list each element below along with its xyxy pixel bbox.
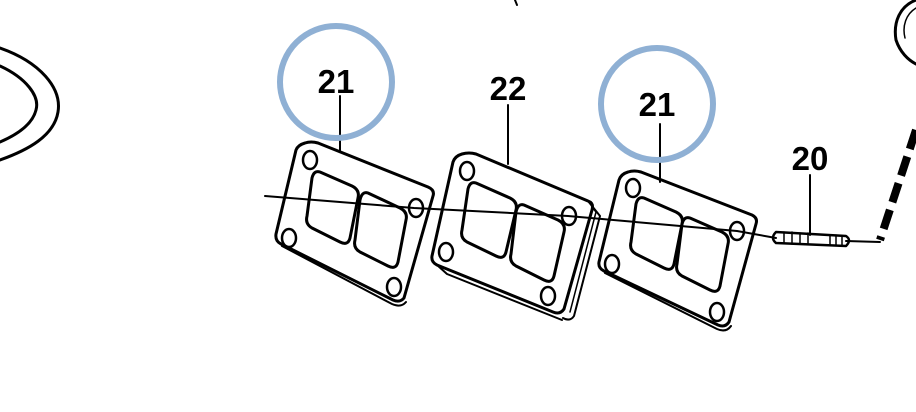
leader-lines <box>339 95 811 236</box>
callout-label-gasket-left: 21 <box>318 63 355 100</box>
top-right-partial-part <box>514 0 916 66</box>
callout-label-spacer-center: 22 <box>490 70 527 107</box>
gasket-right <box>597 169 758 332</box>
callout-highlight-circle-left <box>277 23 395 141</box>
left-partial-part <box>0 46 60 162</box>
callout-label-gasket-right: 21 <box>639 86 676 123</box>
spacer-center <box>430 151 601 321</box>
callout-highlight-circle-right <box>598 45 716 163</box>
dashed-connection-line <box>876 128 916 242</box>
gasket-left <box>274 140 435 307</box>
stud <box>771 230 881 248</box>
alignment-line <box>264 195 777 239</box>
callout-label-stud: 20 <box>792 140 829 177</box>
